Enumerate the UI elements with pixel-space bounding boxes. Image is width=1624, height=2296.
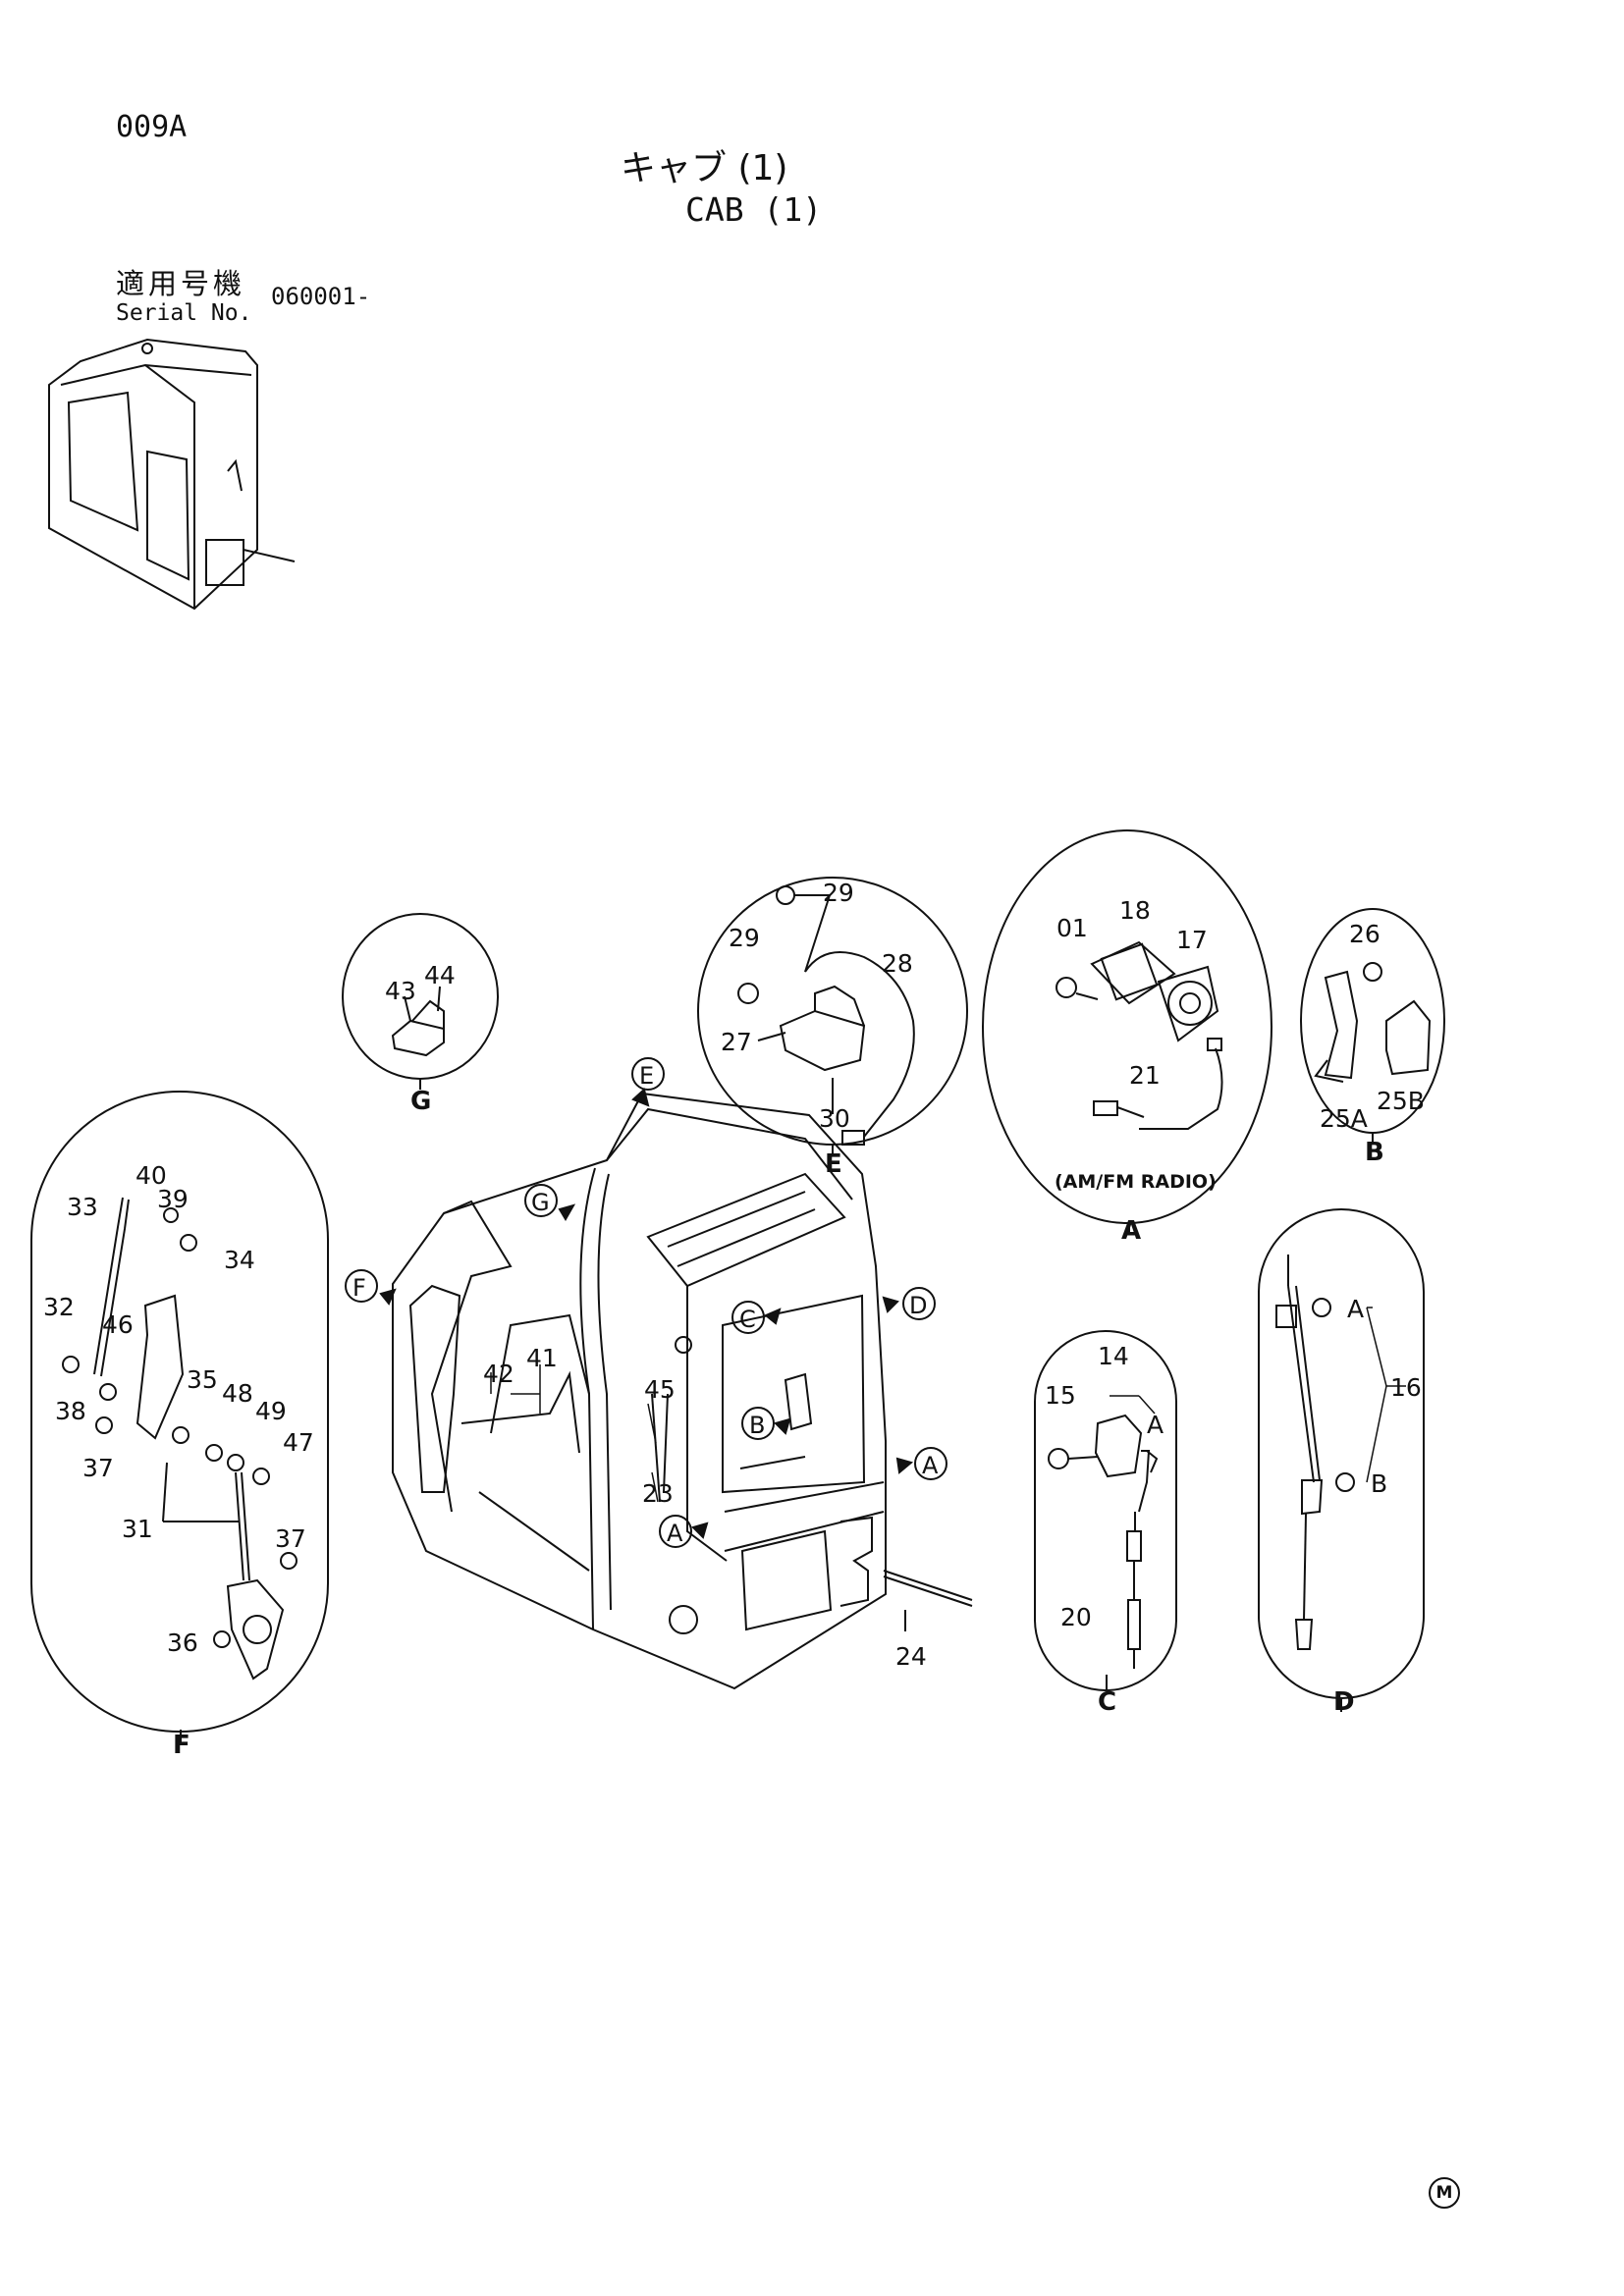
leader-lines xyxy=(490,1307,1406,1503)
part-38: 38 xyxy=(55,1397,86,1425)
callout-f: F xyxy=(352,1274,366,1302)
ref-b-d: B xyxy=(1371,1469,1387,1498)
part-37-right: 37 xyxy=(275,1524,306,1553)
ref-a-c: A xyxy=(1147,1411,1164,1439)
detail-a xyxy=(982,829,1272,1235)
page-title-en: CAB (1) xyxy=(685,190,823,229)
part-34: 34 xyxy=(224,1246,255,1274)
detail-label-f: F xyxy=(173,1731,190,1760)
part-44: 44 xyxy=(424,961,456,989)
part-36: 36 xyxy=(167,1629,198,1657)
part-37-left: 37 xyxy=(82,1454,114,1482)
cab-thumbnail xyxy=(48,338,296,611)
am-fm-radio-label: (AM/FM RADIO) xyxy=(1055,1171,1217,1193)
part-27: 27 xyxy=(721,1028,752,1056)
serial-value: 060001- xyxy=(271,283,371,310)
part-16: 16 xyxy=(1390,1373,1422,1402)
part-46: 46 xyxy=(102,1310,134,1339)
part-21: 21 xyxy=(1129,1061,1161,1090)
part-33: 33 xyxy=(67,1193,98,1221)
part-43: 43 xyxy=(385,977,416,1005)
part-24: 24 xyxy=(895,1642,927,1671)
part-numbers: 43 44 29 29 28 27 30 01 18 17 21 26 25A … xyxy=(43,879,1425,1671)
part-01: 01 xyxy=(1056,914,1088,942)
callout-d: D xyxy=(909,1292,927,1319)
part-30: 30 xyxy=(819,1104,850,1133)
callout-arrows xyxy=(379,1088,914,1539)
part-17: 17 xyxy=(1176,926,1208,954)
detail-label-a: A xyxy=(1121,1216,1141,1246)
detail-f xyxy=(30,1091,329,1743)
page-title-jp: キャブ (1) xyxy=(621,148,788,188)
part-48: 48 xyxy=(222,1379,253,1408)
part-49: 49 xyxy=(255,1397,287,1425)
part-39: 39 xyxy=(157,1185,189,1213)
part-25a: 25A xyxy=(1320,1104,1368,1133)
detail-label-c: C xyxy=(1098,1687,1116,1717)
part-42: 42 xyxy=(483,1360,514,1388)
part-25b: 25B xyxy=(1377,1087,1425,1115)
serial-label-en: Serial No. xyxy=(116,300,252,326)
detail-d xyxy=(1258,1208,1425,1712)
detail-label-e: E xyxy=(825,1149,842,1179)
part-29-left: 29 xyxy=(729,924,760,952)
callout-e: E xyxy=(639,1062,654,1090)
callout-g: G xyxy=(531,1189,550,1216)
part-20: 20 xyxy=(1060,1603,1092,1631)
part-23: 23 xyxy=(642,1479,674,1508)
detail-e xyxy=(697,877,968,1153)
part-26: 26 xyxy=(1349,920,1380,948)
part-18: 18 xyxy=(1119,896,1151,925)
callout-a-right: A xyxy=(922,1452,939,1479)
part-45: 45 xyxy=(644,1375,676,1404)
part-29-top: 29 xyxy=(823,879,854,907)
detail-g xyxy=(342,913,499,1090)
callout-b: B xyxy=(749,1412,765,1439)
callout-circles xyxy=(345,1057,947,1548)
maker-mark-icon: M xyxy=(1429,2177,1460,2209)
part-32: 32 xyxy=(43,1293,75,1321)
callout-a-lower: A xyxy=(667,1520,683,1547)
part-41: 41 xyxy=(526,1344,558,1372)
detail-label-b: B xyxy=(1365,1138,1384,1167)
cab-main xyxy=(392,1092,973,1690)
page-code: 009A xyxy=(116,110,188,144)
detail-label-d: D xyxy=(1333,1687,1355,1717)
part-40: 40 xyxy=(135,1161,167,1190)
detail-c xyxy=(1034,1330,1177,1691)
part-14: 14 xyxy=(1098,1342,1129,1370)
part-31: 31 xyxy=(122,1515,153,1543)
detail-label-g: G xyxy=(410,1087,431,1116)
part-28: 28 xyxy=(882,949,913,978)
serial-label-jp: 適用号機 xyxy=(116,267,246,300)
detail-b xyxy=(1300,908,1445,1144)
part-15: 15 xyxy=(1045,1381,1076,1410)
part-47: 47 xyxy=(283,1428,314,1457)
ref-a-d: A xyxy=(1347,1295,1364,1323)
callout-c: C xyxy=(739,1306,756,1333)
part-35: 35 xyxy=(187,1365,218,1394)
